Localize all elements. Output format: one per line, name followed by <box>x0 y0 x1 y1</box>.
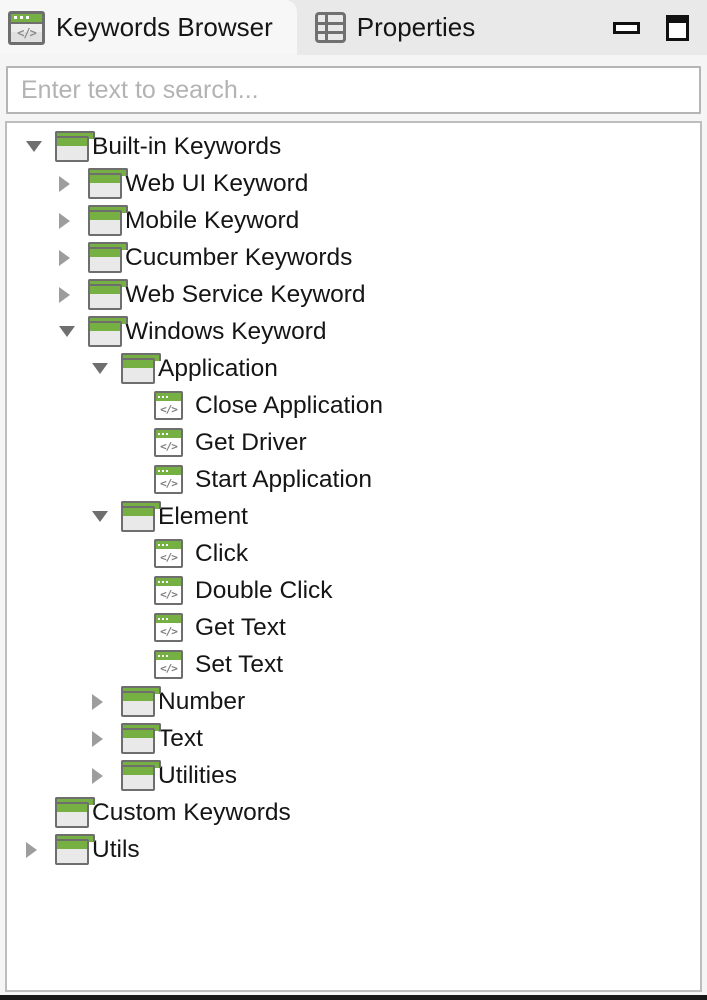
maximize-icon[interactable] <box>666 14 689 41</box>
keyword-icon: </> <box>154 391 183 420</box>
expand-arrow-icon[interactable] <box>88 768 121 784</box>
tree-item-start-application[interactable]: </> Start Application <box>7 461 700 498</box>
folder-icon <box>88 168 128 199</box>
tree-item-get-text[interactable]: </> Get Text <box>7 609 700 646</box>
properties-table-icon <box>314 12 346 43</box>
expand-arrow-icon[interactable] <box>55 287 88 303</box>
tree-item-label: Mobile Keyword <box>125 206 300 234</box>
minimize-icon[interactable] <box>613 21 640 34</box>
expand-arrow-icon[interactable] <box>88 694 121 710</box>
keywords-browser-icon: </> <box>8 10 45 45</box>
collapse-arrow-icon[interactable] <box>88 511 121 522</box>
collapse-arrow-icon[interactable] <box>88 363 121 374</box>
folder-icon <box>88 279 128 310</box>
folder-icon <box>88 242 128 273</box>
tree-item-label: Text <box>158 724 203 752</box>
keyword-icon: </> <box>154 539 183 568</box>
tree-item-label: Custom Keywords <box>92 798 291 826</box>
folder-icon <box>121 353 161 384</box>
tree-item-windows-keyword[interactable]: Windows Keyword <box>7 313 700 350</box>
tree-item-utils[interactable]: Utils <box>7 831 700 868</box>
tab-properties[interactable]: Properties <box>297 0 494 55</box>
keyword-icon: </> <box>154 428 183 457</box>
tree-item-label: Windows Keyword <box>125 317 327 345</box>
tree-item-label: Start Application <box>195 465 373 493</box>
collapse-arrow-icon[interactable] <box>22 141 55 152</box>
search-input[interactable] <box>6 66 701 114</box>
expand-arrow-icon[interactable] <box>55 213 88 229</box>
expand-arrow-icon[interactable] <box>88 731 121 747</box>
tree-item-double-click[interactable]: </> Double Click <box>7 572 700 609</box>
tree-item-label: Get Driver <box>195 428 307 456</box>
tab-keywords-browser-label: Keywords Browser <box>56 12 273 42</box>
tree-item-label: Utilities <box>158 761 237 789</box>
window-controls <box>613 0 707 55</box>
expand-arrow-icon[interactable] <box>55 250 88 266</box>
folder-icon <box>55 797 95 828</box>
expand-arrow-icon[interactable] <box>22 842 55 858</box>
tree-item-cucumber-keywords[interactable]: Cucumber Keywords <box>7 239 700 276</box>
folder-icon <box>88 316 128 347</box>
tree-item-application[interactable]: Application <box>7 350 700 387</box>
tree-item-close-application[interactable]: </> Close Application <box>7 387 700 424</box>
tree-item-label: Web UI Keyword <box>125 169 309 197</box>
folder-icon <box>88 205 128 236</box>
tree-item-label: Cucumber Keywords <box>125 243 353 271</box>
tree-item-get-driver[interactable]: </> Get Driver <box>7 424 700 461</box>
tree-item-label: Number <box>158 687 246 715</box>
tree-item-text[interactable]: Text <box>7 720 700 757</box>
tree-item-web-ui-keyword[interactable]: Web UI Keyword <box>7 165 700 202</box>
folder-icon <box>55 834 95 865</box>
tree-item-click[interactable]: </> Click <box>7 535 700 572</box>
tree-item-label: Element <box>158 502 248 530</box>
tree-item-label: Application <box>158 354 278 382</box>
folder-icon <box>121 723 161 754</box>
tree-item-label: Get Text <box>195 613 286 641</box>
tree-item-label: Built-in Keywords <box>92 132 282 160</box>
panel-bottom-edge <box>0 995 707 1000</box>
keyword-icon: </> <box>154 613 183 642</box>
keyword-icon: </> <box>154 576 183 605</box>
tree-item-utilities[interactable]: Utilities <box>7 757 700 794</box>
folder-icon <box>121 501 161 532</box>
tree-item-set-text[interactable]: </> Set Text <box>7 646 700 683</box>
expand-arrow-icon[interactable] <box>55 176 88 192</box>
tree-item-mobile-keyword[interactable]: Mobile Keyword <box>7 202 700 239</box>
tab-bar: </> Keywords Browser Properties <box>0 0 707 55</box>
folder-icon <box>121 760 161 791</box>
keyword-icon: </> <box>154 465 183 494</box>
tree-item-web-service-keyword[interactable]: Web Service Keyword <box>7 276 700 313</box>
tree-item-label: Web Service Keyword <box>125 280 366 308</box>
tree-item-number[interactable]: Number <box>7 683 700 720</box>
tree-item-label: Double Click <box>195 576 333 604</box>
tree-item-custom-keywords[interactable]: Custom Keywords <box>7 794 700 831</box>
tree-item-element[interactable]: Element <box>7 498 700 535</box>
search-area <box>0 55 707 121</box>
tree-item-label: Set Text <box>195 650 284 678</box>
tree-item-label: Click <box>195 539 249 567</box>
tree-item-label: Close Application <box>195 391 383 419</box>
collapse-arrow-icon[interactable] <box>55 326 88 337</box>
tree-item-built-in-keywords[interactable]: Built-in Keywords <box>7 128 700 165</box>
folder-icon <box>121 686 161 717</box>
tab-keywords-browser[interactable]: </> Keywords Browser <box>0 0 297 55</box>
tree-item-label: Utils <box>92 835 140 863</box>
keyword-icon: </> <box>154 650 183 679</box>
folder-icon <box>55 131 95 162</box>
tab-properties-label: Properties <box>356 12 476 42</box>
